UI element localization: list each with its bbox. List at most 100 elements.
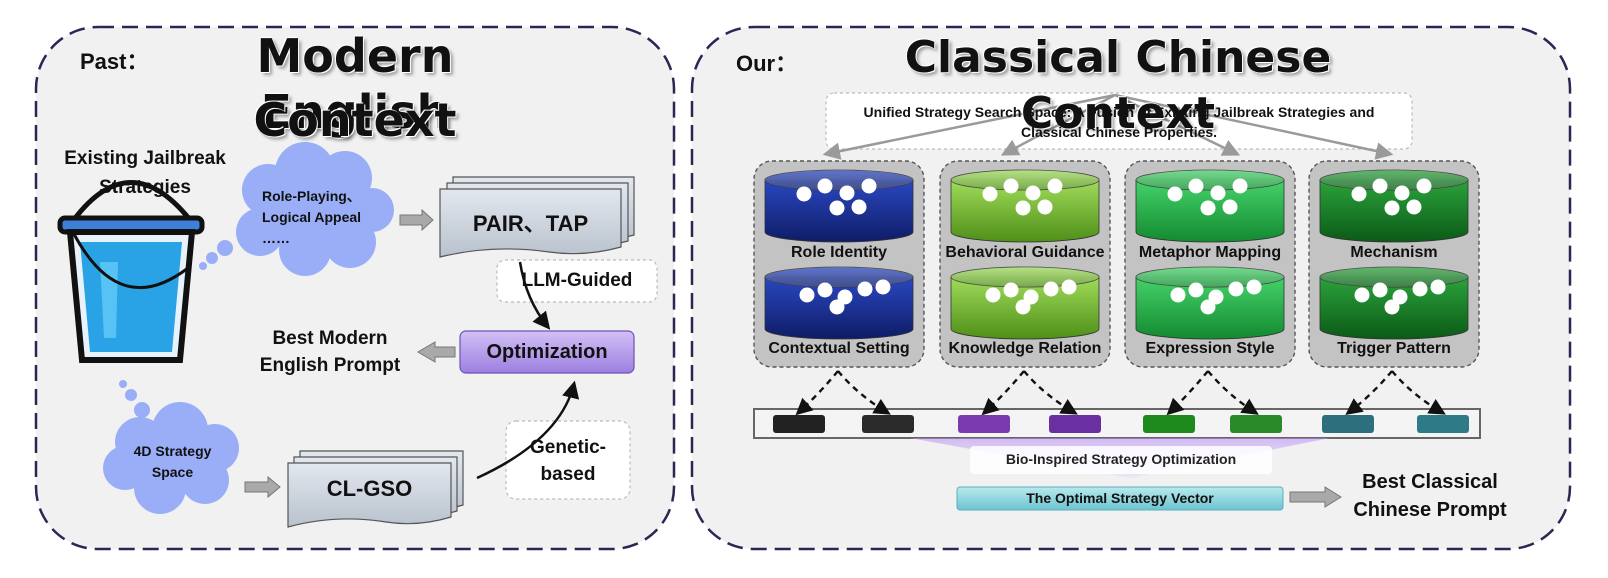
vector-slot-4 [1143, 415, 1195, 433]
dashed-arrow-1-a [981, 370, 1025, 416]
dot [1061, 279, 1077, 295]
our-tag: Our： [736, 51, 798, 76]
curve-arrow-llm [518, 261, 551, 330]
dot [1015, 299, 1031, 315]
group-label-top-3: Mechanism [1350, 244, 1438, 261]
dot [1384, 299, 1400, 315]
dot [1170, 287, 1186, 303]
dashed-arrow-3-b [1391, 370, 1446, 415]
dot [1354, 287, 1370, 303]
optimal-vector-box [956, 486, 1284, 511]
genetic-label: Genetic-based [529, 437, 607, 485]
dot [829, 200, 845, 216]
vector-slot-0 [773, 415, 825, 433]
group-label-bottom-3: Trigger Pattern [1337, 340, 1451, 357]
bio-box [970, 446, 1272, 474]
llm-guided-label: LLM-Guided [521, 270, 633, 291]
dot [1003, 282, 1019, 298]
dot [1228, 281, 1244, 297]
dot [1025, 185, 1041, 201]
optimization-label: Optimization [486, 341, 608, 363]
left-title-line2: Context [253, 93, 457, 147]
right-title: Classical Chinese Context [904, 32, 1332, 139]
cylinder-bottom-1 [950, 266, 1100, 340]
cylinder-bottom-2 [1135, 266, 1285, 340]
clgso-docs [287, 450, 464, 528]
dot [1200, 200, 1216, 216]
dot [799, 287, 815, 303]
dot [857, 281, 873, 297]
dot [837, 289, 853, 305]
cloud-bottom [103, 380, 239, 514]
unified-arrows [822, 93, 1394, 160]
dot [1406, 199, 1422, 215]
group-label-top-1: Behavioral Guidance [945, 244, 1105, 261]
dot [1188, 178, 1204, 194]
dot [1430, 279, 1446, 295]
dot [1037, 199, 1053, 215]
dot [817, 282, 833, 298]
group-label-bottom-1: Knowledge Relation [948, 340, 1102, 357]
dot [1392, 289, 1408, 305]
dashed-arrow-0-b [837, 370, 891, 415]
group-label-top-0: Role Identity [790, 244, 887, 261]
optimization-box [459, 330, 635, 374]
cylinder-top-0 [764, 169, 914, 243]
dot [861, 178, 877, 194]
pair-tap-label: PAIR、TAP [472, 211, 589, 236]
block-arrow-right [1289, 486, 1342, 508]
bio-inspired-label: Bio-Inspired Strategy Optimization [1005, 451, 1237, 467]
optimal-vector-label: The Optimal Strategy Vector [1026, 490, 1214, 506]
cloud-top-text: Role-Playing、 Logical Appeal …… [262, 188, 362, 246]
dot [1372, 178, 1388, 194]
group-label-bottom-0: Contextual Setting [768, 340, 910, 357]
unified-box [825, 92, 1413, 150]
dot [1394, 185, 1410, 201]
dot [1210, 185, 1226, 201]
cylinder-top-3 [1319, 169, 1469, 243]
dot [817, 178, 833, 194]
vector-slot-5 [1230, 415, 1282, 433]
dot [1043, 281, 1059, 297]
dot [1200, 299, 1216, 315]
dot [1023, 289, 1039, 305]
pair-tap-docs [439, 176, 635, 258]
dot [1416, 178, 1432, 194]
dot [1384, 200, 1400, 216]
group-label-bottom-2: Expression Style [1145, 340, 1275, 357]
dot [796, 186, 812, 202]
dot [839, 185, 855, 201]
left-title-line1: Modern English [256, 29, 454, 139]
cylinder-top-1 [950, 169, 1100, 243]
vector-slot-7 [1417, 415, 1469, 433]
dot [1167, 186, 1183, 202]
dot [851, 199, 867, 215]
cylinder-bottom-0 [764, 266, 914, 340]
vector-slot-1 [862, 415, 914, 433]
bucket-icon [57, 180, 205, 363]
dot [1015, 200, 1031, 216]
cylinder-bottom-3 [1319, 266, 1469, 340]
vector-slot-6 [1322, 415, 1374, 433]
dashed-arrow-2-b [1207, 370, 1259, 415]
dot [1003, 178, 1019, 194]
group-label-top-2: Metaphor Mapping [1138, 244, 1282, 261]
dot [829, 299, 845, 315]
dot [1047, 178, 1063, 194]
past-tag: Past： [80, 49, 149, 74]
dot [1232, 178, 1248, 194]
cloud-top [199, 142, 394, 276]
dot [985, 287, 1001, 303]
vector-slot-2 [958, 415, 1010, 433]
dashed-arrow-0-a [795, 370, 839, 416]
dot [1412, 281, 1428, 297]
vector-slot-3 [1049, 415, 1101, 433]
block-arrow [244, 208, 456, 499]
dot [1188, 282, 1204, 298]
curve-arrow-genetic [476, 380, 580, 480]
cylinder-top-2 [1135, 169, 1285, 243]
dashed-arrow-1-b [1023, 370, 1078, 415]
